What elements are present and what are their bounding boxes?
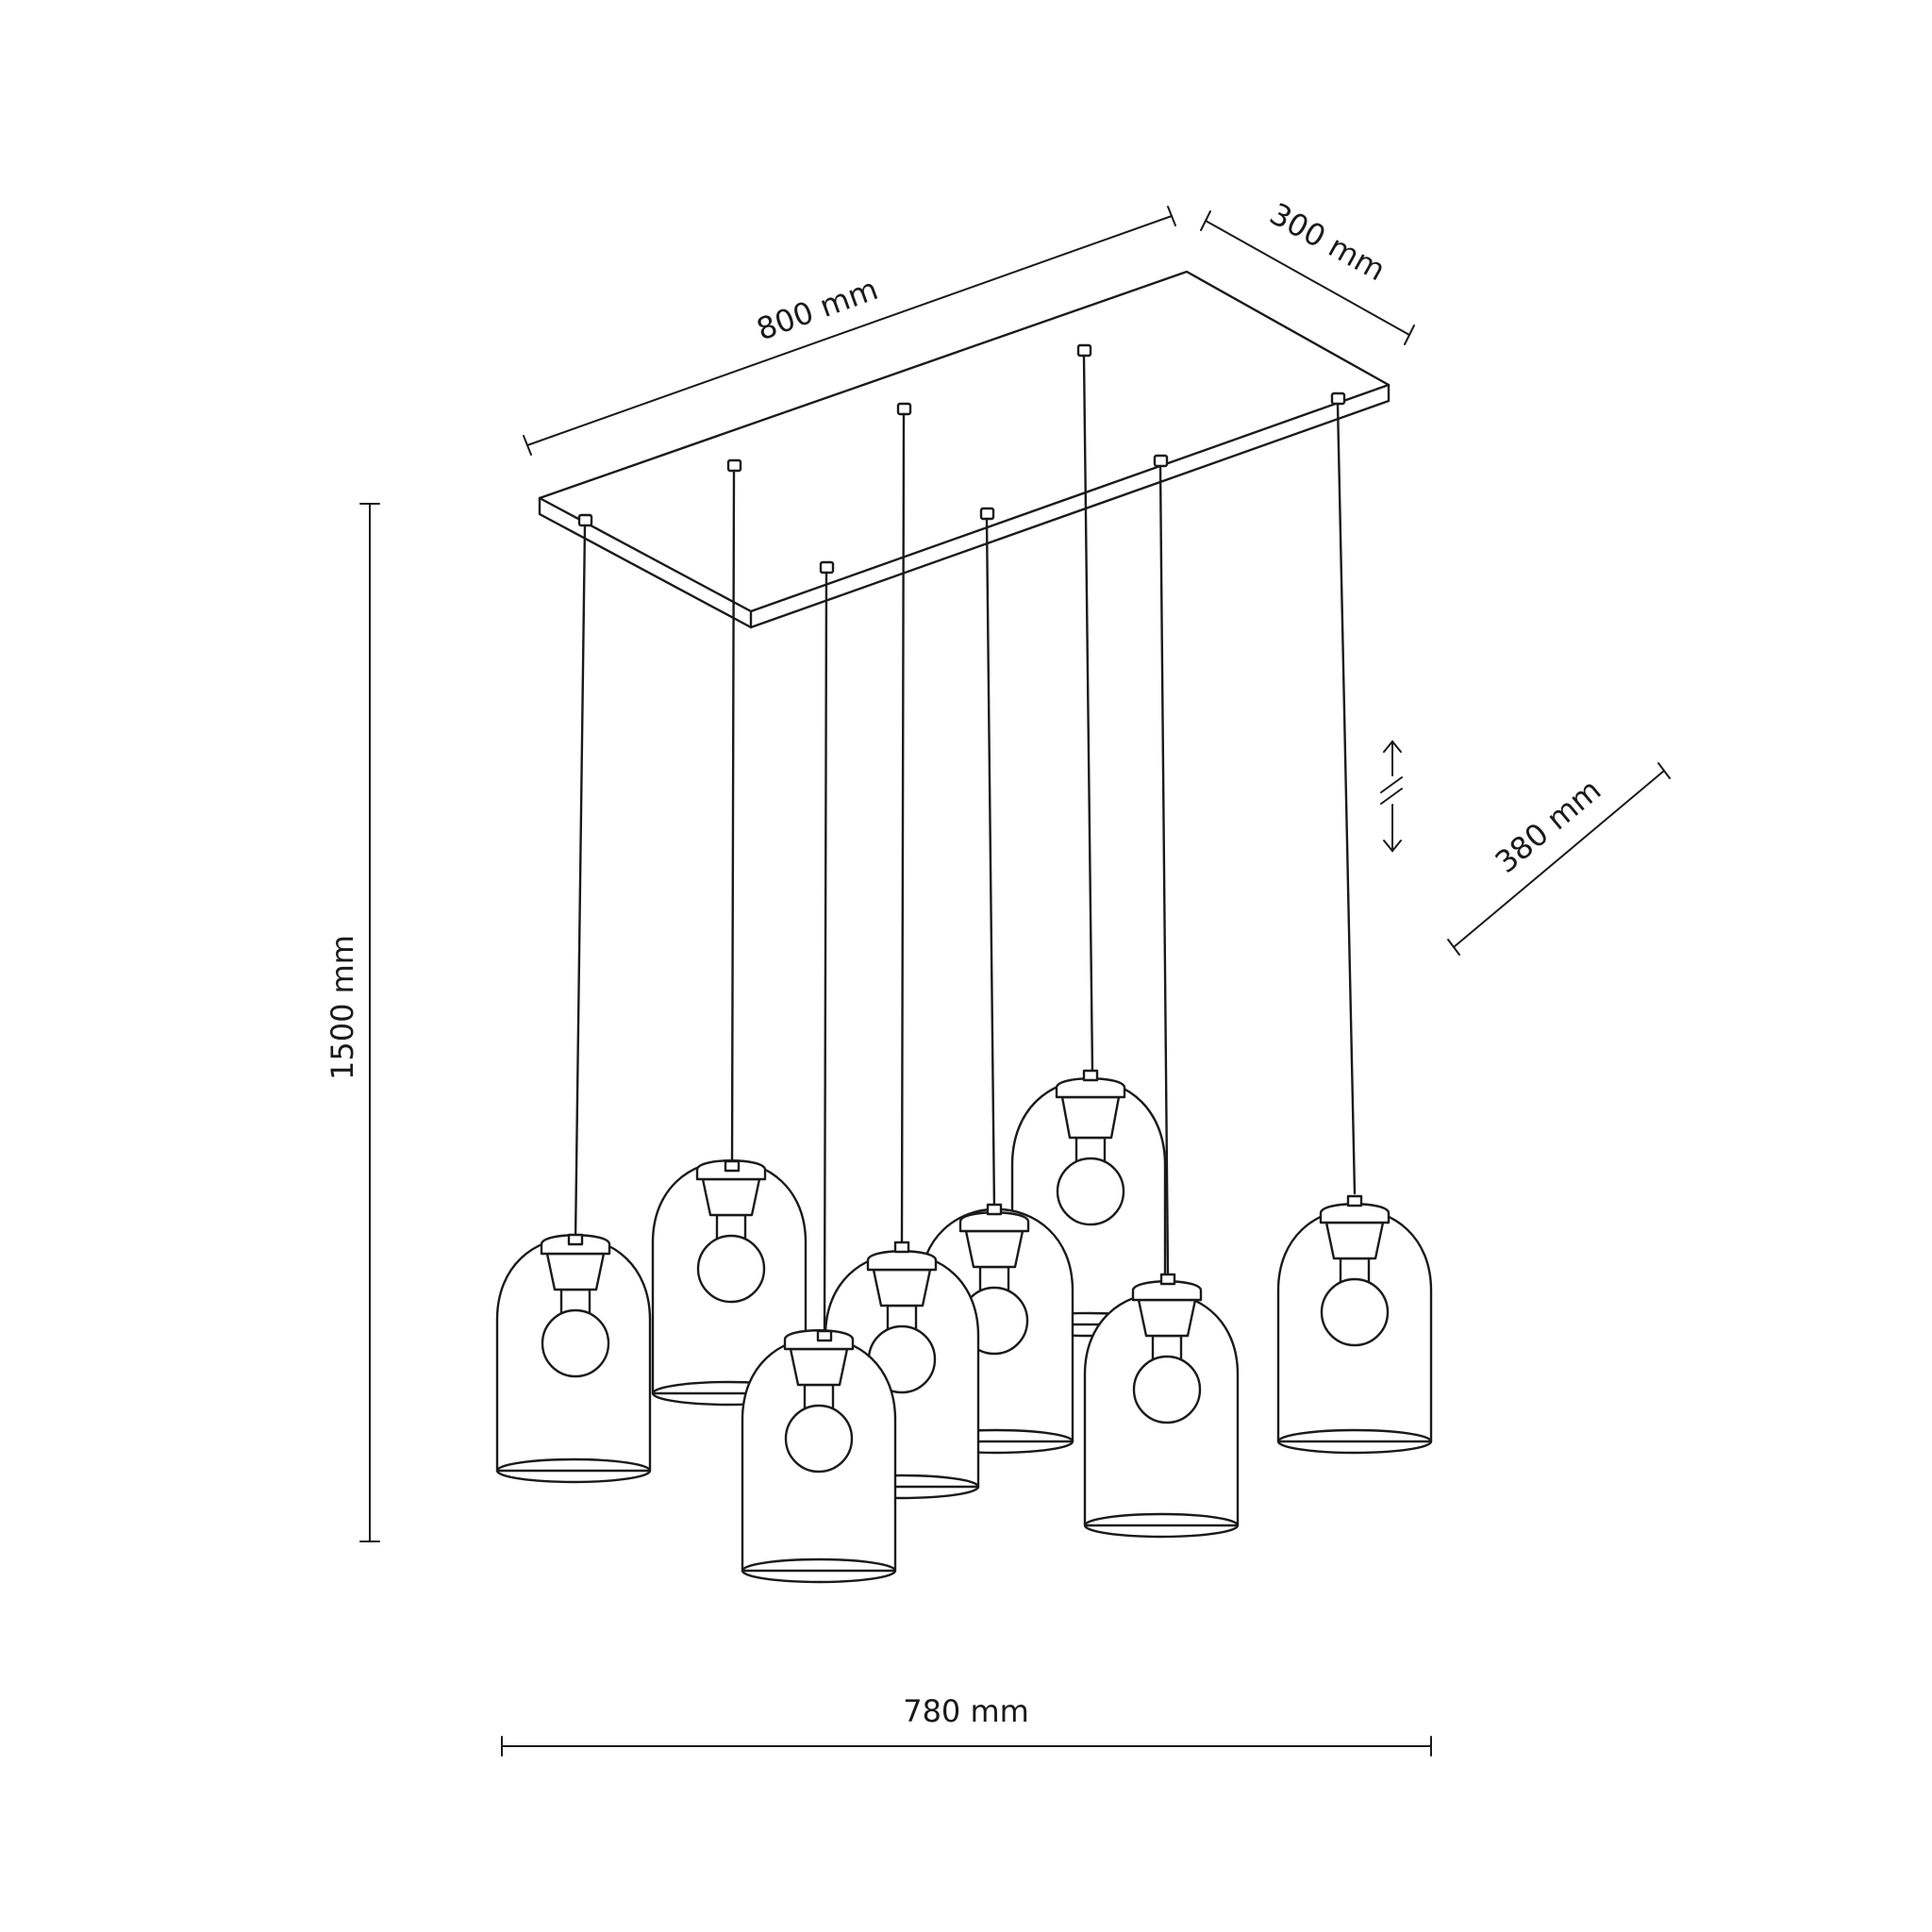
dimension-label-1500: 1500 mm <box>325 935 360 1080</box>
adjustable-height-arrow-icon <box>1380 740 1403 853</box>
dimension-total-width: 780 mm <box>501 1693 1432 1757</box>
glass-shade <box>1083 1273 1240 1539</box>
ceiling-canopy <box>538 270 1391 629</box>
glass-shade <box>1276 1194 1433 1455</box>
cable-anchors <box>577 343 1346 575</box>
dimension-label-800: 800 mm <box>752 271 883 347</box>
glass-shade <box>495 1233 652 1484</box>
pendant-cables <box>574 354 1357 1337</box>
dimension-label-780: 780 mm <box>903 1693 1029 1729</box>
dimension-total-height: 1500 mm <box>325 503 380 1542</box>
dimension-label-380: 380 mm <box>1489 772 1608 880</box>
dimension-label-300: 300 mm <box>1264 195 1391 288</box>
dimension-spread-depth: 380 mm <box>1447 762 1671 956</box>
glass-shade <box>741 1329 897 1584</box>
pendant-shades <box>495 1069 1433 1584</box>
glass-shade <box>651 1159 808 1407</box>
